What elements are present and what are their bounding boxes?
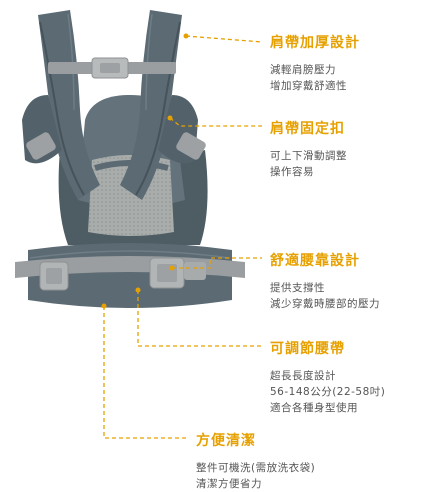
callout-line-shoulder-padding (185, 35, 263, 43)
callout-dot-lumbar (169, 265, 175, 271)
right-strap-buckle (176, 132, 206, 160)
feature-title: 肩帶固定扣 (270, 121, 345, 137)
feature-title: 舒適腰靠設計 (270, 253, 360, 269)
feature-line: 減少穿戴時腰部的壓力 (270, 298, 380, 310)
left-shoulder-strap (38, 10, 100, 200)
feature-lumbar-support: 舒適腰靠設計 提供支撐性 減少穿戴時腰部的壓力 (270, 250, 380, 312)
feature-line: 清潔方便省力 (196, 478, 262, 490)
callout-dot-cleaning (101, 303, 107, 309)
feature-adjustable-belt: 可調節腰帶 超長長度設計 56-148公分(22-58吋) 適合各種身型使用 (270, 338, 385, 416)
feature-line: 56-148公分(22-58吋) (270, 386, 386, 398)
feature-strap-clip: 肩帶固定扣 可上下滑動調整 操作容易 (270, 118, 347, 180)
feature-shoulder-padding: 肩帶加厚設計 減輕肩膀壓力 增加穿戴舒適性 (270, 32, 360, 94)
feature-easy-cleaning: 方便清潔 整件可機洗(需放洗衣袋) 清潔方便省力 (196, 430, 315, 492)
callout-line-lumbar (172, 257, 262, 269)
feature-line: 增加穿戴舒適性 (270, 80, 347, 92)
left-strap-buckle (26, 132, 56, 160)
callout-lines (103, 35, 263, 439)
callout-line-waist-belt (137, 290, 262, 347)
feature-line: 可上下滑動調整 (270, 150, 347, 162)
callout-line-cleaning (103, 306, 186, 439)
right-shoulder-strap (120, 10, 182, 200)
feature-line: 提供支撐性 (270, 282, 325, 294)
feature-title: 肩帶加厚設計 (270, 35, 360, 51)
feature-line: 適合各種身型使用 (270, 402, 358, 414)
feature-line: 操作容易 (270, 166, 314, 178)
callout-dot-waist-belt (135, 287, 141, 293)
callout-dot-shoulder-padding (183, 33, 189, 39)
feature-title: 方便清潔 (196, 433, 256, 449)
feature-line: 超長長度設計 (270, 370, 336, 382)
callout-dot-strap-clip (167, 115, 173, 121)
feature-line: 減輕肩膀壓力 (270, 64, 336, 76)
feature-line: 整件可機洗(需放洗衣袋) (196, 462, 316, 474)
feature-title: 可調節腰帶 (270, 341, 345, 357)
